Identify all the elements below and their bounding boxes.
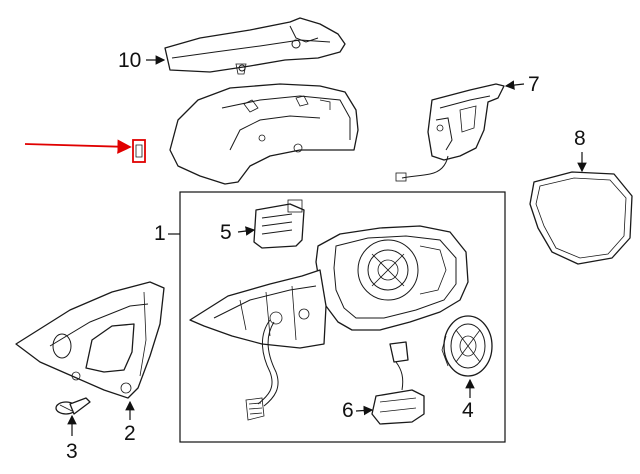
highlight-box[interactable]: [132, 139, 146, 163]
callout-2: 2: [124, 422, 136, 445]
callout-1: 1: [154, 222, 166, 245]
part-mirror-assembly[interactable]: [189, 225, 469, 421]
part-mirror-bracket[interactable]: [395, 83, 505, 182]
callout-4: 4: [462, 399, 474, 422]
assembly-frame: [179, 191, 506, 443]
part-inner-trim[interactable]: [15, 281, 165, 399]
callout-8: 8: [574, 127, 586, 150]
part-screw[interactable]: [55, 397, 91, 415]
callout-3: 3: [66, 440, 78, 463]
part-puddle-lamp[interactable]: [371, 341, 425, 425]
part-turn-signal-lamp[interactable]: [164, 17, 346, 75]
highlight-arrow: [24, 139, 132, 154]
callout-10: 10: [118, 49, 142, 72]
part-mirror-motor[interactable]: [253, 199, 305, 249]
callout-6: 6: [342, 399, 354, 422]
part-mirror-actuator[interactable]: [441, 315, 493, 377]
callout-7: 7: [528, 73, 540, 96]
part-mirror-glass[interactable]: [529, 171, 633, 265]
part-mirror-cover[interactable]: [169, 83, 359, 185]
callout-5: 5: [220, 221, 232, 244]
